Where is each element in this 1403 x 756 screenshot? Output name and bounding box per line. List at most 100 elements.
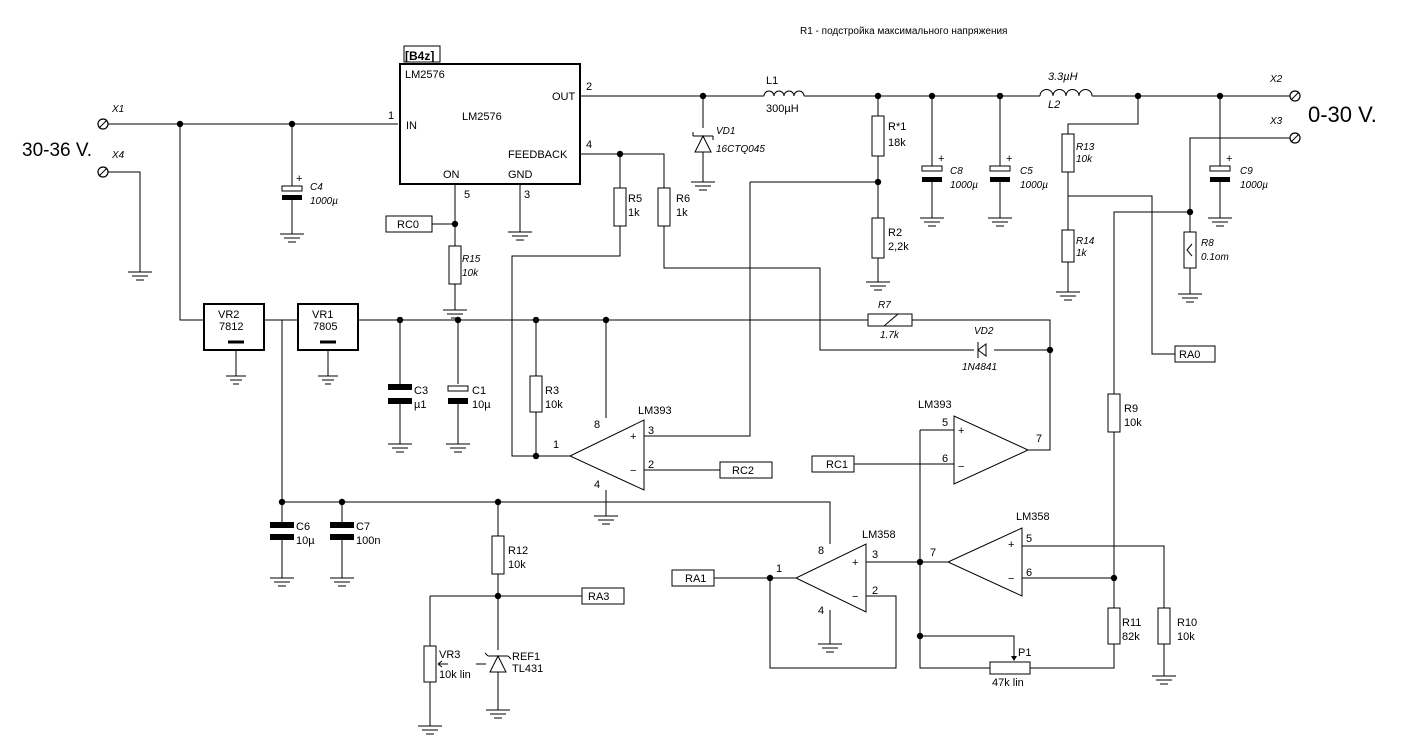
- r3-value: 10k: [545, 399, 563, 411]
- r9-ref: R9: [1124, 403, 1138, 415]
- u3-pin3: 3: [872, 549, 878, 561]
- vr2-ref: VR2: [218, 309, 239, 321]
- ground-icon: [446, 443, 470, 453]
- pin2-num: 2: [586, 81, 592, 93]
- ground-icon: [443, 309, 467, 319]
- u3-minus: −: [852, 591, 858, 603]
- ports: RC0 RA0 RC2 RC1 RA1 RA3: [385, 215, 1216, 605]
- r2-ref: R2: [888, 227, 902, 239]
- resistor-r1: R*1 18k: [871, 115, 906, 157]
- u4-part: LM358: [1016, 511, 1050, 523]
- u4-plus: +: [1008, 539, 1014, 551]
- vd2-ref: VD2: [974, 326, 994, 337]
- comparator-u1: + − LM393 8 3 1 2 4: [553, 405, 672, 491]
- u2-part: LM393: [918, 399, 952, 411]
- c1-ref: C1: [472, 385, 486, 397]
- terminal-x4: X4: [97, 150, 125, 178]
- wires: [108, 95, 1290, 726]
- r2-value: 2,2k: [888, 241, 909, 253]
- ground-icon: [1208, 217, 1232, 227]
- resistor-r13: R13 10k: [1061, 133, 1095, 173]
- ground-icon: [418, 725, 442, 735]
- r10-ref: R10: [1177, 617, 1197, 629]
- r11-value: 82k: [1122, 631, 1140, 643]
- resistor-r12: R12 10k: [491, 535, 528, 575]
- r1-value: 18k: [888, 137, 906, 149]
- port-ra1: RA1: [671, 569, 715, 587]
- diodes: VD1 16CTQ045 VD2 1N4841 REF1 TL431: [476, 126, 997, 675]
- port-ra3: RA3: [581, 587, 625, 605]
- resistor-r6: R6 1k: [657, 187, 690, 227]
- terminals: X1 X4 X2 X3 30-36 V. 0-30 V. R1 - подстр…: [22, 26, 1377, 178]
- diode-vd2: VD2 1N4841: [962, 326, 997, 373]
- u2-pin6: 6: [942, 453, 948, 465]
- vr3-ref: VR3: [439, 649, 460, 661]
- r6-value: 1k: [676, 207, 688, 219]
- svg-text:+: +: [296, 173, 302, 185]
- ground-icon: [486, 709, 510, 719]
- svg-text:+: +: [1006, 153, 1012, 165]
- resistors: R*1 18k R2 2,2k R13 10k R14 1k R8 0.1om …: [423, 115, 1229, 689]
- l2-value: 3.3µH: [1048, 71, 1078, 83]
- capacitor-c5: + C5 1000µ: [989, 153, 1048, 191]
- ground-icon: [270, 577, 294, 587]
- ground-icon: [1178, 293, 1202, 303]
- ground-icon: [866, 281, 890, 291]
- r8-value: 0.1om: [1201, 252, 1229, 263]
- terminal-x3-label: X3: [1269, 116, 1283, 127]
- capacitors: + C4 1000µ + C8 1000µ + C5 1000µ + C9 10…: [270, 153, 1268, 547]
- r8-ref: R8: [1201, 238, 1214, 249]
- pin-on-label: ON: [443, 169, 460, 181]
- ic-center-label: LM2576: [462, 111, 502, 123]
- ra1-label: RA1: [685, 573, 706, 585]
- diode-vd1: VD1 16CTQ045: [692, 126, 765, 155]
- c6-ref: C6: [296, 521, 310, 533]
- pin-out-label: OUT: [552, 91, 576, 103]
- r12-ref: R12: [508, 545, 528, 557]
- port-ra0: RA0: [1174, 345, 1216, 363]
- u4-pin5: 5: [1026, 533, 1032, 545]
- u2-plus: +: [958, 425, 964, 437]
- u1-minus: −: [630, 465, 636, 477]
- output-voltage-label: 0-30 V.: [1308, 102, 1377, 127]
- ground-icon: [818, 643, 842, 653]
- ground-icon: [594, 515, 618, 525]
- c4-ref: C4: [310, 182, 323, 193]
- ref1-value: TL431: [512, 663, 543, 675]
- vr3-value: 10k lin: [439, 669, 471, 681]
- port-rc1: RC1: [811, 455, 855, 473]
- r10-value: 10k: [1177, 631, 1195, 643]
- rc2-label: RC2: [732, 465, 754, 477]
- vr2-regulator: VR2 7812: [203, 303, 265, 351]
- r3-ref: R3: [545, 385, 559, 397]
- c7-value: 100n: [356, 535, 380, 547]
- ground-icon: [508, 231, 532, 241]
- r9-value: 10k: [1124, 417, 1142, 429]
- vr1-ref: VR1: [312, 309, 333, 321]
- capacitor-c8: + C8 1000µ: [921, 153, 978, 191]
- r15-ref: R15: [462, 254, 481, 265]
- u4-minus: −: [1008, 573, 1014, 585]
- p1-ref: P1: [1018, 647, 1031, 659]
- vd1-ref: VD1: [716, 126, 735, 137]
- u2-minus: −: [958, 461, 964, 473]
- junctions: [176, 92, 1224, 640]
- vr1-value: 7805: [313, 321, 337, 333]
- u1-pin2: 2: [648, 459, 654, 471]
- resistor-r15: R15 10k: [448, 245, 481, 285]
- r13-ref: R13: [1076, 142, 1095, 153]
- c8-value: 1000µ: [950, 180, 978, 191]
- ra0-label: RA0: [1179, 349, 1200, 361]
- reference-ref1: REF1 TL431: [476, 651, 543, 675]
- terminal-x1: X1: [97, 104, 124, 130]
- opamp-u4: + − LM358 5 7 6: [930, 511, 1050, 597]
- ground-icon: [226, 350, 246, 385]
- ground-icon: [128, 271, 152, 281]
- port-rc2: RC2: [719, 461, 773, 479]
- resistor-r8: R8 0.1om: [1183, 231, 1229, 269]
- terminal-x4-label: X4: [111, 150, 125, 161]
- r5-ref: R5: [628, 193, 642, 205]
- svg-text:+: +: [1226, 153, 1232, 165]
- c4-value: 1000µ: [310, 196, 338, 207]
- u3-pin8: 8: [818, 545, 824, 557]
